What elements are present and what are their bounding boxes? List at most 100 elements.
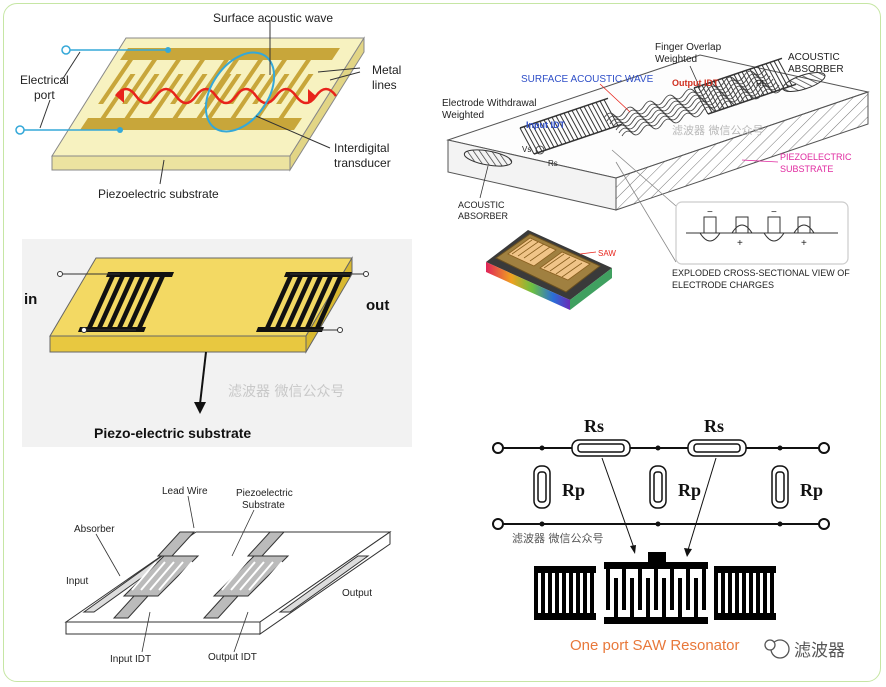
panel-saw-in-out: in out 滤波器 微信公众号 Piezo-electric substrat… <box>22 239 412 447</box>
tr-electrode <box>583 106 599 133</box>
ml-finger <box>283 272 315 332</box>
bl-lead-wire <box>112 595 150 619</box>
bl-idt-gap <box>230 561 256 591</box>
saw-chip-render: SAW <box>486 230 616 310</box>
reflector-strip <box>548 566 552 620</box>
ml-finger <box>95 272 127 332</box>
idt-finger <box>654 566 658 610</box>
reflector-strip <box>714 566 718 620</box>
bl-idt-structures <box>112 531 292 619</box>
label-exploded-1: EXPLODED CROSS-SECTIONAL VIEW OF <box>672 268 850 278</box>
label-saw-chip: SAW <box>598 249 616 258</box>
idt-finger <box>124 74 160 118</box>
one-port-resonator-layout <box>534 552 776 624</box>
idt-highlight-ellipse <box>204 51 276 133</box>
label-input-bl: Input <box>66 576 88 587</box>
reflector-strip <box>590 566 594 620</box>
piezo-substrate-front <box>51 155 291 171</box>
label-surface-acoustic-wave-tr: SURFACE ACOUSTIC WAVE <box>521 74 654 85</box>
label-piezoelectric-bl: Piezoelectric <box>236 488 293 499</box>
tr-idt-electrodes <box>519 57 797 155</box>
idt-finger <box>670 566 674 610</box>
arrow-to-resonator-1 <box>601 457 635 549</box>
tr-busbar <box>533 123 623 155</box>
tr-wave-line <box>618 84 780 134</box>
label-out: out <box>366 297 389 314</box>
tr-electrode <box>777 59 793 86</box>
ml-finger <box>135 272 167 332</box>
label-substrate-bl: Substrate <box>242 500 285 511</box>
label-electrode-weighted: Weighted <box>442 110 484 121</box>
tr-electrode <box>769 62 785 89</box>
label-rp-3: Rp <box>800 480 823 500</box>
ml-finger <box>313 272 345 332</box>
shunt-resonator-1 <box>533 465 551 509</box>
ml-finger <box>293 272 325 332</box>
label-piezoelectric: PIEZOELECTRIC <box>780 152 852 162</box>
label-exploded-2: ELECTRODE CHARGES <box>672 280 774 290</box>
caption-one-port-saw: One port SAW Resonator <box>570 637 740 654</box>
tr-electrode <box>555 115 571 143</box>
label-absorber-bottom: ABSORBER <box>458 211 509 221</box>
reflector-strip <box>749 566 753 620</box>
tr-electrode <box>559 114 575 141</box>
label-ml-substrate: Piezo-electric substrate <box>94 425 251 441</box>
ml-finger <box>85 272 117 332</box>
reflector-strip <box>756 566 760 620</box>
tr-electrode <box>709 82 725 109</box>
label-in: in <box>24 291 37 308</box>
bl-idt-gap <box>149 561 175 591</box>
wave-arrow-right <box>308 89 316 103</box>
tr-electrode <box>571 110 587 137</box>
reflector-strip <box>763 566 767 620</box>
idt-finger <box>98 60 133 104</box>
tr-wave-line <box>603 69 765 119</box>
tr-electrode <box>603 99 619 126</box>
label-interdigital: Interdigital <box>334 141 389 155</box>
ml-finger <box>125 272 157 332</box>
idt-pad <box>648 552 666 564</box>
tr-wave-line <box>621 87 783 137</box>
tr-absorber-left <box>463 149 513 167</box>
surface-acoustic-wave <box>114 87 338 105</box>
tr-electrode <box>547 118 563 145</box>
logo-text: 滤波器 <box>794 641 845 661</box>
label-port: port <box>34 88 55 102</box>
panel-saw-resonator-ladder: Rs Rs Rp Rp Rp 滤波器 微信公众号 One port SAW Re… <box>492 416 830 654</box>
panel-saw-filter-3d: Finger Overlap Weighted ACOUSTIC ABSORBE… <box>442 42 870 310</box>
charge-minus-1: − <box>707 207 713 218</box>
label-rp-1: Rp <box>562 480 585 500</box>
watermark-br: 滤波器 微信公众号 <box>512 531 604 545</box>
bl-idt-gap <box>158 561 184 591</box>
idt-finger <box>122 60 157 104</box>
tr-electrode <box>701 85 717 112</box>
tr-electrode <box>543 119 559 147</box>
bl-idt-gap <box>248 561 274 591</box>
reflector-strip <box>534 566 538 620</box>
wave-arrow-left <box>116 89 124 103</box>
tr-electrode <box>697 86 713 113</box>
label-output-idt-bl: Output IDT <box>208 652 257 663</box>
tr-electrode <box>523 126 539 153</box>
ml-idt-pair <box>78 272 352 332</box>
tr-electrode <box>527 125 543 152</box>
tr-busbar <box>519 97 609 129</box>
series-resonator-2 <box>687 439 747 457</box>
tr-wave-line <box>615 81 777 131</box>
charge-plus-1: + <box>737 238 743 249</box>
tr-electrode <box>551 116 567 144</box>
exploded-view-box: − + − + <box>611 149 849 265</box>
label-metal: Metal <box>372 63 401 77</box>
tr-electrode <box>591 103 607 130</box>
series-resonator-1 <box>571 439 631 457</box>
arrow-to-resonator-2 <box>687 457 717 551</box>
idt-finger <box>638 566 642 610</box>
label-lines: lines <box>372 78 397 92</box>
ml-busbar <box>106 272 174 277</box>
label-vs: Vs <box>522 145 531 154</box>
idt-finger <box>662 578 666 622</box>
bl-idt-gap <box>131 561 157 591</box>
label-absorber-top: ABSORBER <box>788 64 844 75</box>
tr-electrode <box>745 70 761 97</box>
